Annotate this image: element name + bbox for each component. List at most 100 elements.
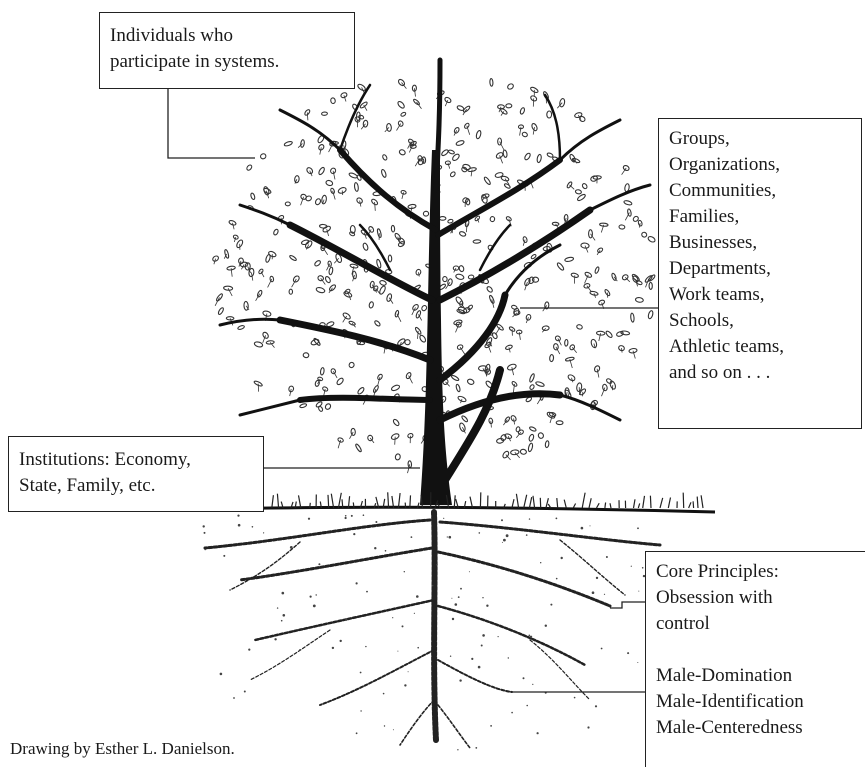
label-line: participate in systems. bbox=[110, 49, 344, 75]
root-stroke bbox=[434, 512, 436, 740]
root-stipple bbox=[248, 649, 250, 651]
root-stipple bbox=[601, 648, 603, 650]
leaf-mark bbox=[461, 166, 468, 172]
grass-blade bbox=[650, 496, 651, 508]
leaf-mark bbox=[547, 111, 552, 118]
root-stipple bbox=[353, 533, 355, 535]
leaf-mark bbox=[574, 112, 582, 118]
label-line: Individuals who bbox=[110, 23, 344, 49]
leaf-mark bbox=[284, 141, 293, 147]
root-stipple bbox=[393, 729, 394, 730]
grass-blade bbox=[573, 504, 575, 509]
leaf-mark bbox=[212, 255, 220, 262]
root-stipple bbox=[282, 592, 285, 595]
leaf-mark bbox=[536, 154, 541, 163]
root-stipple bbox=[490, 725, 492, 727]
twig-mark bbox=[323, 247, 328, 254]
root-stipple bbox=[345, 619, 347, 621]
leaf-mark bbox=[285, 202, 290, 206]
grass-blade bbox=[683, 493, 684, 508]
root-stipple bbox=[274, 638, 276, 640]
leaf-mark bbox=[467, 304, 473, 310]
grass-blade bbox=[328, 495, 329, 508]
label-individuals: Individuals who participate in systems. bbox=[99, 12, 355, 89]
leaf-mark bbox=[459, 265, 465, 272]
root-stipple bbox=[237, 515, 239, 517]
label-institutions: Institutions: Economy, State, Family, et… bbox=[8, 436, 264, 512]
twig-mark bbox=[320, 147, 322, 154]
root-stipple bbox=[402, 625, 404, 627]
tree-roots bbox=[203, 512, 661, 751]
leaf-mark bbox=[260, 153, 267, 160]
root-stipple bbox=[411, 536, 413, 538]
root-stipple bbox=[447, 536, 448, 537]
grass-blade bbox=[342, 499, 343, 508]
twig-mark bbox=[639, 223, 640, 227]
root-stipple bbox=[414, 613, 415, 614]
label-line: Male-Domination bbox=[656, 663, 855, 689]
grass-blade bbox=[701, 495, 703, 508]
twig-mark bbox=[622, 348, 623, 353]
root-stipple bbox=[498, 636, 499, 637]
label-line: Male-Centeredness bbox=[656, 715, 855, 741]
root-stroke bbox=[438, 705, 470, 748]
leaf-mark bbox=[392, 418, 400, 426]
leaf-mark bbox=[535, 381, 544, 387]
leaf-mark bbox=[490, 216, 495, 222]
leaf-mark bbox=[547, 152, 554, 158]
root-stipple bbox=[581, 527, 584, 530]
label-core-principles: Core Principles: Obsession with control … bbox=[645, 551, 865, 767]
leaf-mark bbox=[376, 259, 382, 268]
grass-blade bbox=[589, 498, 591, 508]
root-stipple bbox=[345, 515, 347, 517]
leaf-mark bbox=[381, 169, 387, 178]
grass-blade bbox=[516, 494, 518, 508]
root-stroke bbox=[438, 606, 585, 665]
grass-blade bbox=[582, 493, 585, 508]
leaf-mark bbox=[490, 79, 494, 87]
leaf-mark bbox=[520, 449, 527, 455]
twig-mark bbox=[491, 421, 492, 428]
root-stipple bbox=[550, 604, 552, 606]
root-stipple bbox=[540, 562, 541, 563]
root-stipple bbox=[220, 673, 223, 676]
leaf-mark bbox=[565, 357, 574, 362]
grass-blade bbox=[634, 499, 636, 508]
grass-blade bbox=[388, 492, 389, 508]
twig-mark bbox=[344, 95, 346, 101]
root-stipple bbox=[508, 657, 509, 658]
leaf-mark bbox=[447, 219, 453, 224]
root-stipple bbox=[458, 596, 460, 598]
leaf-mark bbox=[421, 305, 428, 312]
root-stipple bbox=[469, 571, 470, 572]
leaf-mark bbox=[481, 194, 489, 204]
grass-blade bbox=[693, 501, 694, 508]
leaf-mark bbox=[528, 443, 534, 452]
leaf-mark bbox=[330, 98, 335, 104]
root-stipple bbox=[384, 725, 385, 726]
root-stipple bbox=[455, 603, 458, 606]
root-stipple bbox=[356, 582, 358, 584]
root-stipple bbox=[299, 649, 301, 651]
root-stipple bbox=[530, 636, 532, 638]
leaf-mark bbox=[397, 100, 406, 109]
label-line: Male-Identification bbox=[656, 689, 855, 715]
twig-mark bbox=[509, 347, 510, 352]
root-stipple bbox=[502, 542, 503, 543]
root-stipple bbox=[637, 662, 638, 663]
grass-blade bbox=[277, 494, 278, 508]
root-stipple bbox=[451, 598, 452, 599]
root-stipple bbox=[596, 577, 598, 579]
leaf-mark bbox=[349, 231, 355, 236]
label-line: Institutions: Economy, bbox=[19, 447, 253, 473]
leaf-mark bbox=[455, 384, 460, 392]
leaf-mark bbox=[649, 282, 652, 289]
leaf-mark bbox=[289, 255, 297, 262]
leaf-mark bbox=[391, 384, 401, 392]
leaf-mark bbox=[564, 339, 568, 346]
twig-mark bbox=[414, 88, 415, 96]
grass-blade bbox=[529, 497, 531, 508]
root-stipple bbox=[479, 532, 481, 534]
root-stipple bbox=[529, 635, 531, 637]
root-stipple bbox=[471, 658, 473, 660]
